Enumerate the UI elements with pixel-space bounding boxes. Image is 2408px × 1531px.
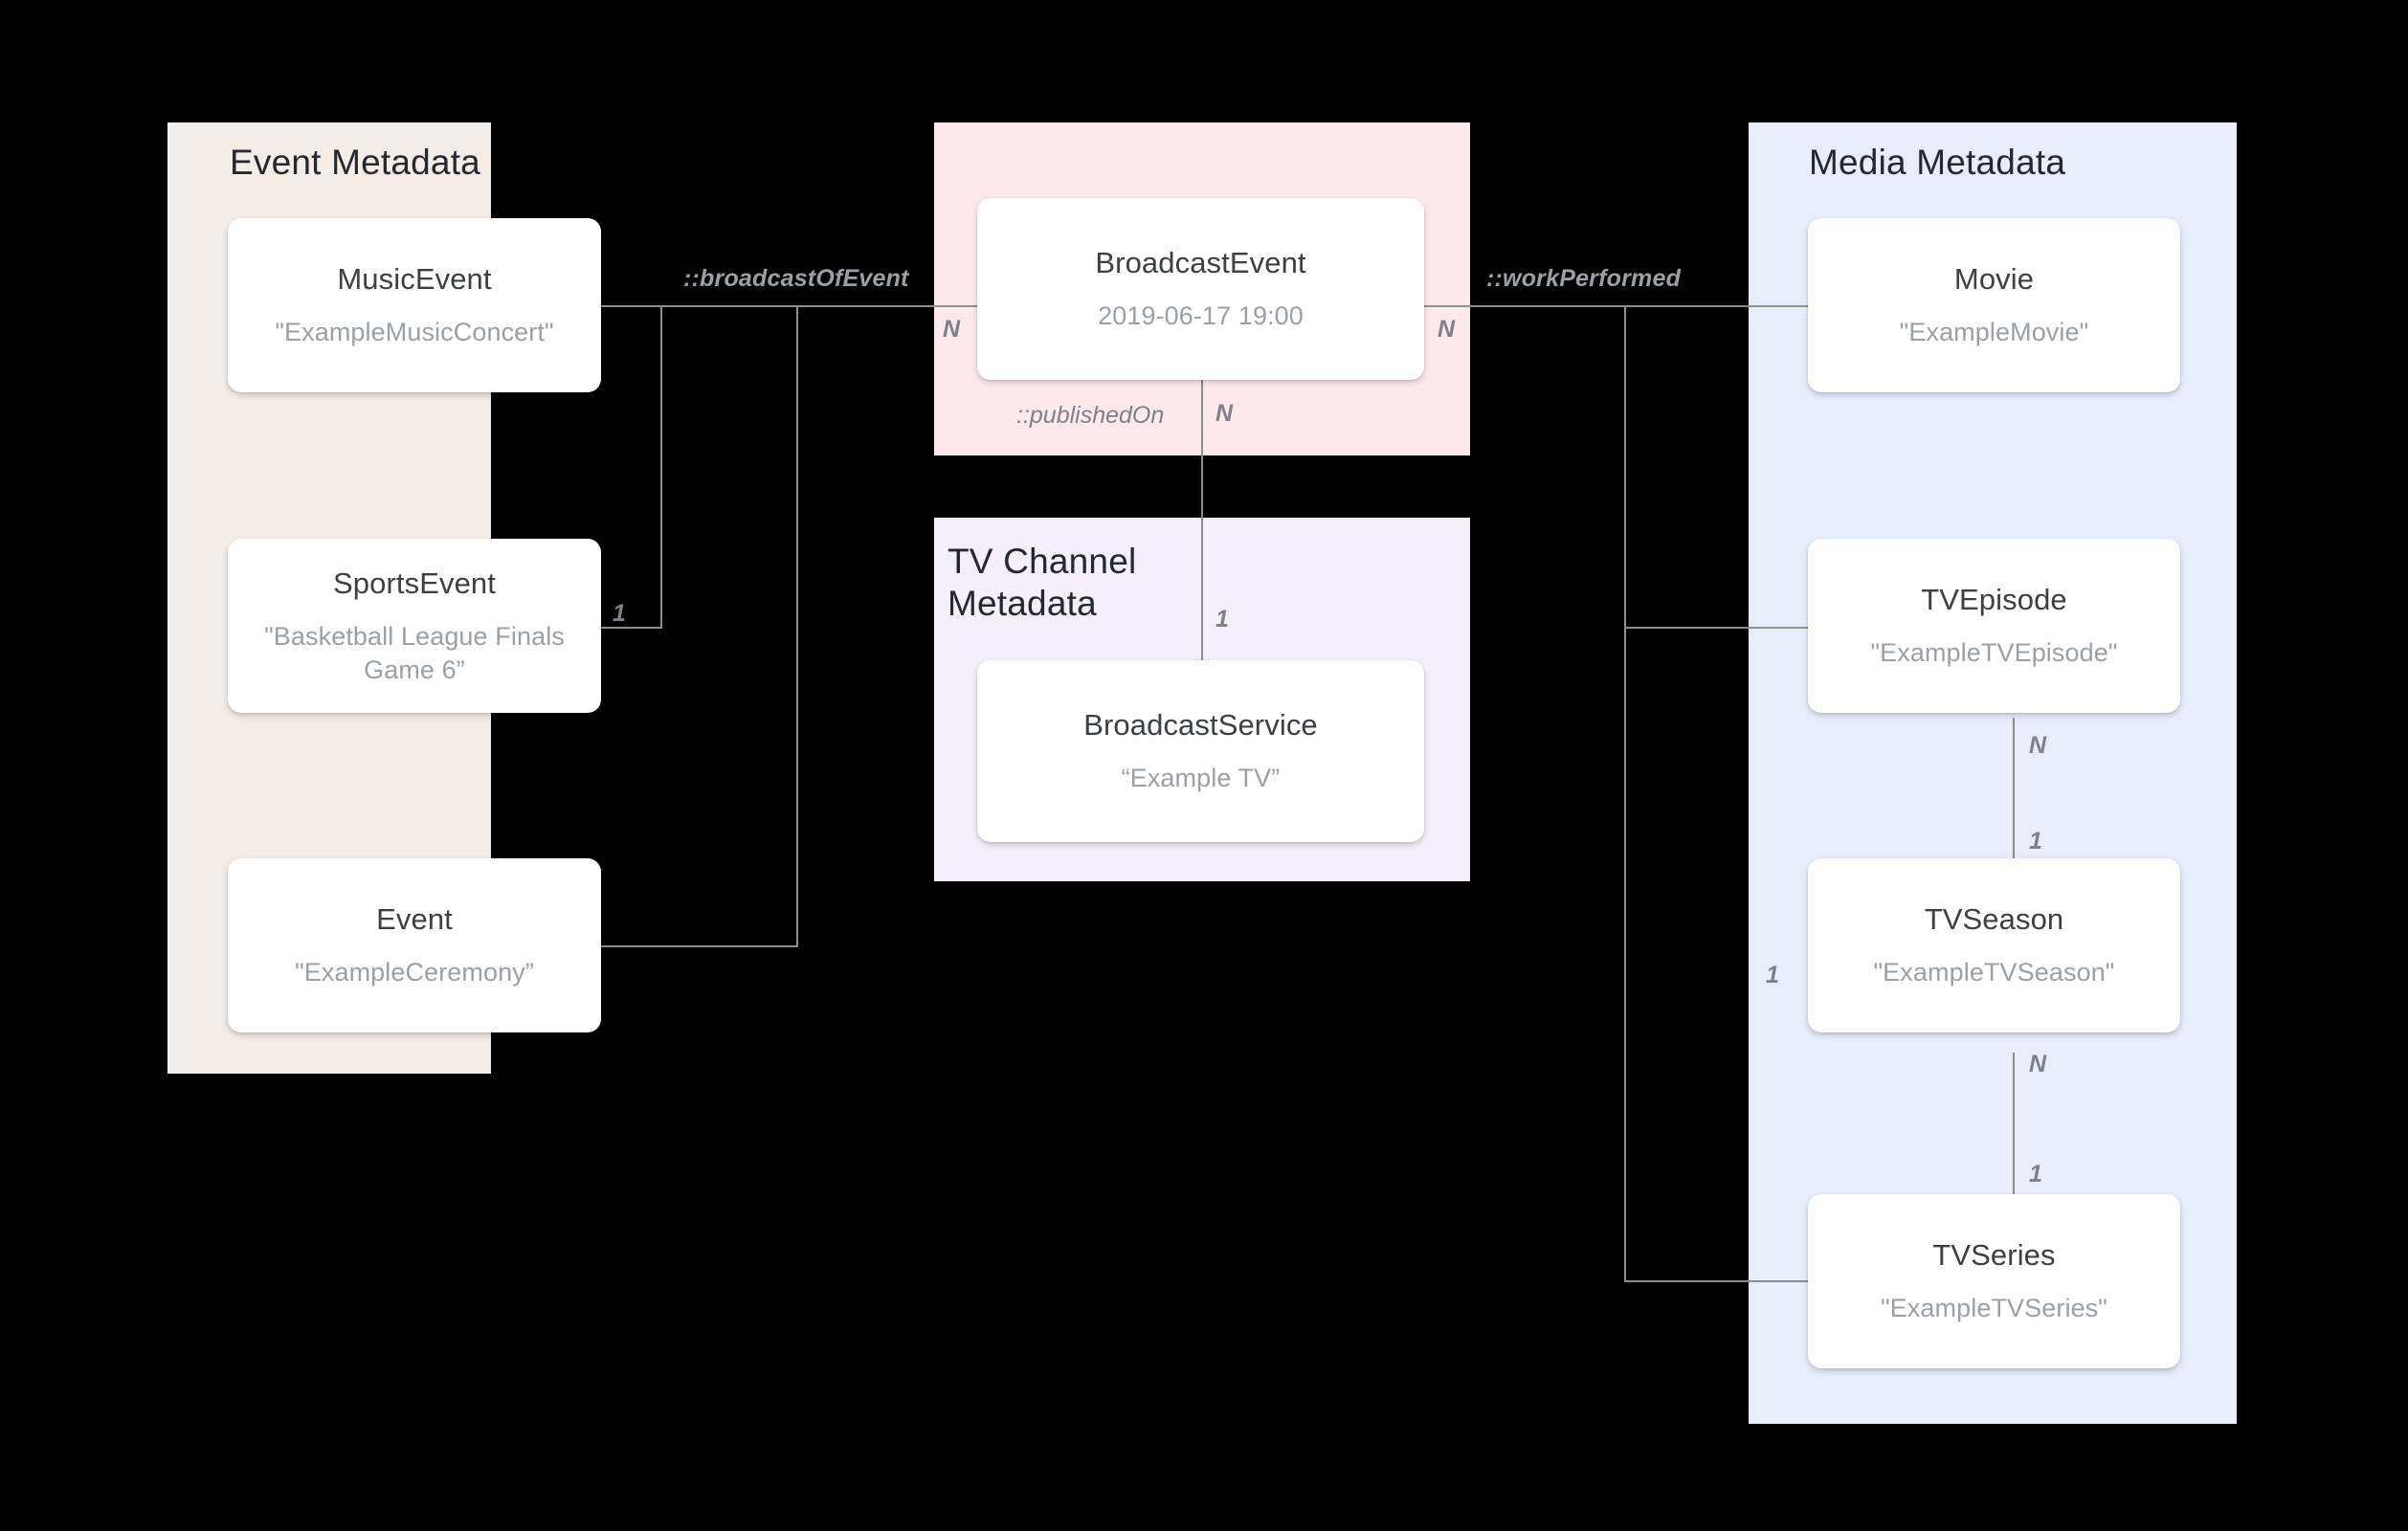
node-musicevent-type: MusicEvent: [337, 262, 492, 297]
group-title-event-metadata: Event Metadata: [230, 143, 480, 182]
node-tvseason[interactable]: TVSeason "ExampleTVSeason": [1808, 858, 2180, 1032]
node-tvseries-value: "ExampleTVSeries": [1881, 1294, 2107, 1323]
node-movie-value: "ExampleMovie": [1899, 318, 2089, 347]
node-event-type: Event: [376, 902, 453, 937]
cardinality-tvseason-top: 1: [2029, 828, 2042, 854]
node-tvepisode[interactable]: TVEpisode "ExampleTVEpisode": [1808, 539, 2180, 713]
edge-broadcastevent-to-movie: [1423, 305, 1808, 307]
edge-sportsevent-stub: [600, 627, 662, 629]
node-tvseason-value: "ExampleTVSeason": [1873, 958, 2115, 987]
edge-tvepisode-to-tvseason: [2013, 718, 2015, 909]
edge-riser-event: [796, 305, 798, 946]
cardinality-tvseason-left: 1: [1766, 962, 1779, 988]
edge-musicevent-to-broadcastevent: [600, 305, 1001, 307]
group-title-tv-channel-metadata: TV Channel Metadata: [948, 542, 1137, 623]
edge-riser-media: [1624, 305, 1626, 1282]
group-title-media-metadata: Media Metadata: [1809, 143, 2066, 182]
node-tvseries-type: TVSeries: [1932, 1238, 2056, 1273]
node-musicevent-value: "ExampleMusicConcert": [275, 318, 554, 347]
edge-label-broadcastofevent: ::broadcastOfEvent: [683, 265, 909, 292]
cardinality-tvseason-bottom: N: [2029, 1051, 2047, 1077]
edge-tvseason-to-tvseries: [2013, 1053, 2015, 1244]
node-sportsevent-type: SportsEvent: [333, 566, 496, 600]
cardinality-tvseries-top: 1: [2029, 1161, 2042, 1187]
node-event-value: "ExampleCeremony”: [295, 958, 534, 987]
edge-workperformed-to-tvepisode: [1624, 627, 1808, 629]
cardinality-broadcastevent-right: N: [1438, 316, 1456, 343]
edge-event-stub: [600, 945, 798, 947]
node-broadcastevent[interactable]: BroadcastEvent 2019-06-17 19:00: [977, 198, 1424, 380]
node-movie[interactable]: Movie "ExampleMovie": [1808, 218, 2180, 392]
edge-label-workperformed: ::workPerformed: [1486, 265, 1682, 292]
cardinality-tvepisode-bottom: N: [2029, 732, 2047, 759]
edge-label-publishedon: ::publishedOn: [1016, 402, 1165, 429]
cardinality-sportsevent-side: 1: [613, 600, 626, 627]
node-broadcastevent-type: BroadcastEvent: [1095, 246, 1306, 280]
node-broadcastservice-type: BroadcastService: [1083, 708, 1318, 743]
node-broadcastevent-value: 2019-06-17 19:00: [1098, 301, 1304, 331]
cardinality-broadcastevent-left: N: [943, 316, 961, 343]
edge-workperformed-to-tvseries: [1624, 1280, 1808, 1282]
edge-broadcastevent-to-broadcastservice: [1201, 379, 1203, 666]
node-tvepisode-type: TVEpisode: [1921, 583, 2067, 617]
node-sportsevent[interactable]: SportsEvent "Basketball League Finals Ga…: [228, 539, 601, 713]
node-tvseason-type: TVSeason: [1924, 902, 2064, 937]
node-sportsevent-value: "Basketball League Finals Game 6”: [264, 622, 565, 684]
node-broadcastservice-value: “Example TV”: [1121, 764, 1281, 793]
node-event[interactable]: Event "ExampleCeremony”: [228, 858, 601, 1032]
node-tvseries[interactable]: TVSeries "ExampleTVSeries": [1808, 1194, 2180, 1368]
node-tvepisode-value: "ExampleTVEpisode": [1870, 638, 2118, 668]
edge-riser-sportsevent: [660, 305, 662, 628]
cardinality-broadcastservice-top: 1: [1215, 606, 1229, 632]
node-movie-type: Movie: [1953, 262, 2035, 297]
node-broadcastservice[interactable]: BroadcastService “Example TV”: [977, 660, 1424, 842]
cardinality-broadcastevent-bottom: N: [1215, 400, 1234, 427]
node-musicevent[interactable]: MusicEvent "ExampleMusicConcert": [228, 218, 601, 392]
